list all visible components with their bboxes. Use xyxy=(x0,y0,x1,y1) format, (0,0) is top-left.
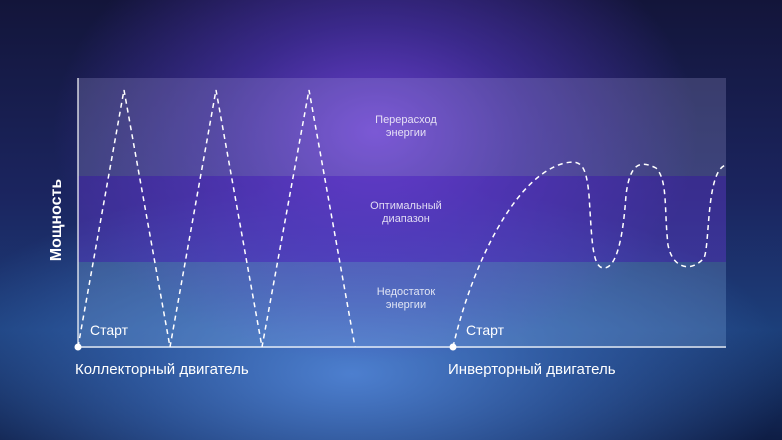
zone-overspend-band xyxy=(78,78,726,176)
collector-motor-curve xyxy=(77,89,356,348)
zone-label-shortage: Недостаток энергии xyxy=(376,286,436,311)
zone-shortage-band xyxy=(78,262,726,348)
start-label-collector: Старт xyxy=(90,322,129,338)
inverter-motor-label: Инверторный двигатель xyxy=(448,361,616,378)
zone-label-overspend: Перерасход энергии xyxy=(375,114,437,139)
collector-motor-label: Коллекторный двигатель xyxy=(75,361,249,378)
start-label-inverter: Старт xyxy=(466,322,505,338)
inverter-motor-curve xyxy=(452,161,727,348)
y-axis-label: Мощность xyxy=(48,178,65,262)
zone-optimal-band xyxy=(78,176,726,262)
zone-label-optimal: Оптимальный диапазон xyxy=(370,200,442,225)
